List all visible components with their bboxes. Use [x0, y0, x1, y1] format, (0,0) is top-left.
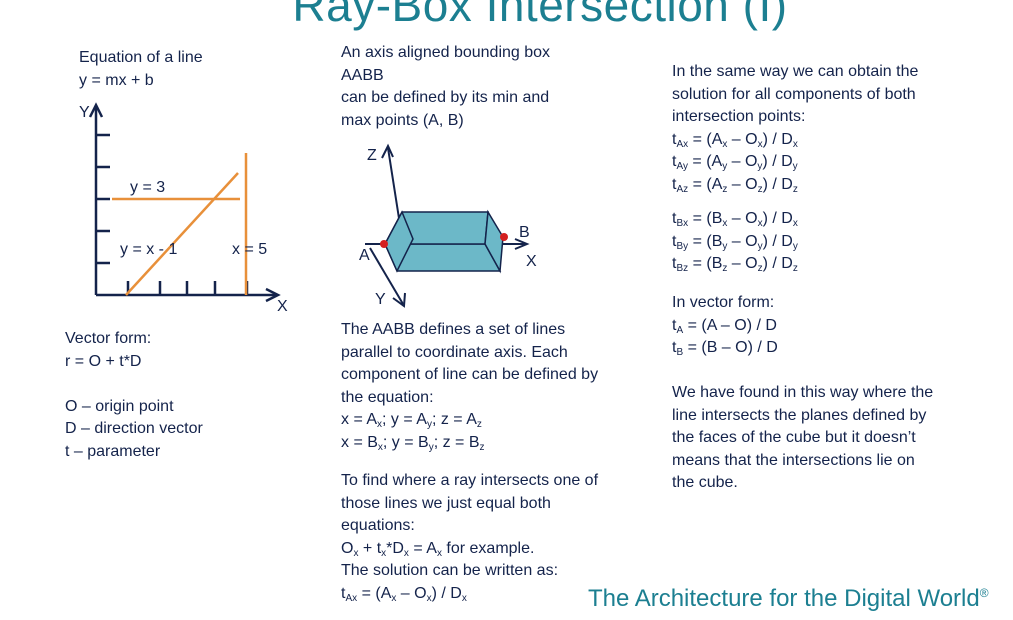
label-a: A — [359, 247, 370, 264]
conclusion-block: We have found in this way where the line… — [672, 382, 933, 495]
point-b — [500, 233, 508, 241]
solution-equation: tAx = (Ax – Ox) / Dx — [341, 584, 467, 604]
footer-text: The Architecture for the Digital World — [588, 585, 980, 612]
diagram-y-arrow — [392, 292, 406, 308]
direction-definition: D – direction vector — [65, 420, 203, 437]
slide-title: Ray-Box Intersection (I) — [292, 0, 788, 31]
label-b: B — [519, 224, 530, 241]
line-graph: Y X y = 3 y = x - 1 x = 5 — [79, 102, 288, 315]
graph-x-label: X — [277, 298, 288, 315]
intro-line: can be defined by its min and — [341, 89, 550, 106]
equation-tby: tBy = (By – Oy) / Dy — [672, 232, 798, 252]
diagram-y-label: Y — [375, 291, 386, 308]
example-suffix: for example. — [441, 539, 535, 557]
equation-tb-vector: tB = (B – O) / D — [672, 339, 778, 358]
line-equation: y = mx + b — [79, 71, 154, 89]
example-equation: Ox + tx*Dx = Ax for example. — [341, 539, 535, 559]
paragraph-line: intersection points: — [672, 108, 806, 125]
paragraph-line: means that the intersections lie on — [672, 451, 915, 469]
equation-a: x = Ax; y = Ay; z = Az — [341, 411, 482, 430]
aabb-diagram: Z X Y A B — [359, 143, 537, 308]
tb-rhs: = (B – O) / D — [683, 339, 778, 356]
equation-ta-vector: tA = (A – O) / D — [672, 316, 777, 336]
ray-intersect-block: To find where a ray intersects one of th… — [341, 470, 598, 605]
components-block: In the same way we can obtain the soluti… — [672, 61, 918, 276]
origin-definition: O – origin point — [65, 397, 174, 415]
registered-mark: ® — [979, 586, 989, 600]
paragraph-line: solution for all components of both — [672, 85, 916, 103]
vector-form-block: Vector form: r = O + t*D O – origin poin… — [65, 328, 203, 463]
line-heading: Equation of a line — [79, 49, 203, 66]
paragraph-line: the faces of the cube but it doesn’t — [672, 429, 916, 446]
equation-tbx: tBx = (Bx – Ox) / Dx — [672, 210, 798, 229]
paragraph-line: The AABB defines a set of lines — [341, 321, 566, 338]
ta-rhs: = (A – O) / D — [683, 316, 777, 334]
footer-tagline: The Architecture for the Digital World® — [588, 585, 989, 613]
aabb-box — [383, 209, 504, 274]
graph-y-label: Y — [79, 104, 90, 121]
paragraph-line: In the same way we can obtain the — [672, 63, 919, 80]
equation-taz: tAz = (Az – Oz) / Dz — [672, 175, 798, 195]
paragraph-line: component of line can be defined by — [341, 366, 599, 383]
label-y3: y = 3 — [130, 179, 165, 196]
intro-line: max points (A, B) — [341, 111, 464, 129]
aabb-intro: An axis aligned bounding box AABB can be… — [341, 42, 550, 132]
point-a — [380, 240, 388, 248]
paragraph-line: those lines we just equal both — [341, 494, 551, 512]
line-y-equals-x-minus-1 — [125, 172, 239, 296]
vector-heading: Vector form: — [65, 330, 152, 347]
graph-y-arrow — [88, 102, 104, 118]
paragraph-line: equations: — [341, 517, 415, 534]
intro-line: AABB — [341, 66, 384, 84]
diagram-z-arrow — [381, 143, 394, 159]
equation-tbz: tBz = (Bz – Oz) / Dz — [672, 255, 798, 274]
paragraph-line: parallel to coordinate axis. Each — [341, 343, 568, 361]
vector-equation: r = O + t*D — [65, 352, 142, 370]
paragraph-line: We have found in this way where the — [672, 384, 934, 401]
paragraph-line: the cube. — [672, 474, 738, 491]
parameter-definition: t – parameter — [65, 442, 161, 460]
vector-heading-right: In vector form: — [672, 294, 775, 311]
aabb-lines-block: The AABB defines a set of lines parallel… — [341, 319, 598, 454]
diagram-x-arrow — [514, 238, 530, 250]
paragraph-line: The solution can be written as: — [341, 562, 559, 579]
equation-b: x = Bx; y = By; z = Bz — [341, 433, 485, 453]
graph-x-arrow — [265, 287, 281, 303]
label-yx1: y = x - 1 — [120, 241, 177, 258]
equation-tax: tAx = (Ax – Ox) / Dx — [672, 130, 798, 150]
equation-tay: tAy = (Ay – Oy) / Dy — [672, 153, 798, 172]
paragraph-line: line intersects the planes defined by — [672, 406, 927, 424]
label-x5: x = 5 — [232, 241, 267, 258]
diagram-z-label: Z — [367, 147, 377, 164]
diagram-y-axis — [369, 247, 404, 305]
paragraph-line: To find where a ray intersects one of — [341, 472, 599, 489]
vector-form-right: In vector form: tA = (A – O) / D tB = (B… — [672, 292, 778, 360]
paragraph-line: the equation: — [341, 388, 434, 406]
line-equation-block: Equation of a line y = mx + b — [79, 47, 203, 92]
intro-line: An axis aligned bounding box — [341, 44, 551, 61]
diagram-x-label: X — [526, 253, 537, 270]
